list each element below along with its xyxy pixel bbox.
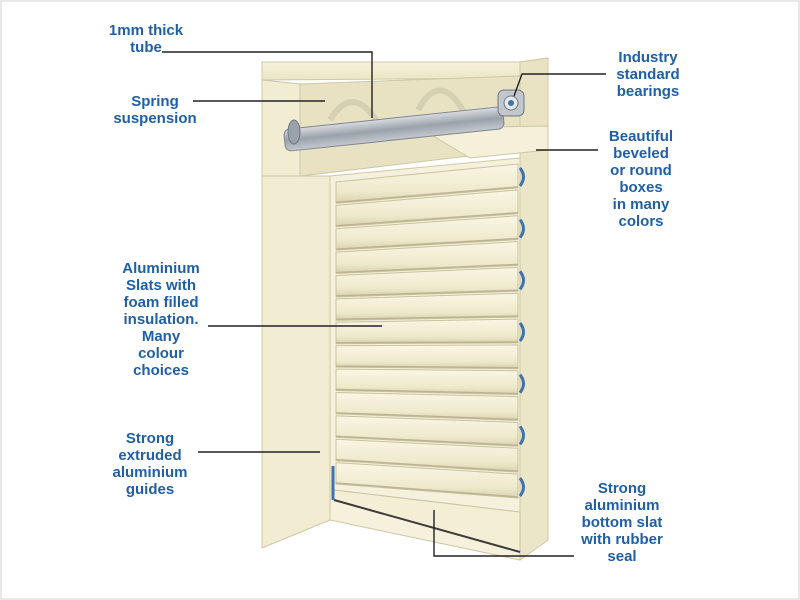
leader-bearings bbox=[513, 73, 606, 97]
label-line: Strong bbox=[125, 430, 175, 447]
label-line: in many bbox=[612, 196, 670, 213]
leader-bottom-slat bbox=[433, 510, 574, 557]
guide-clip bbox=[518, 270, 525, 291]
slat bbox=[335, 318, 519, 345]
guide-clip bbox=[518, 167, 525, 187]
label-line: Slats with bbox=[125, 277, 196, 294]
label-line: aluminium bbox=[112, 464, 188, 481]
guide-clips-group bbox=[518, 167, 525, 497]
guide-clip bbox=[518, 373, 525, 394]
label-line: foam filled bbox=[123, 294, 199, 311]
spring-arch-right bbox=[415, 87, 467, 114]
slat-shadow bbox=[335, 315, 519, 321]
guide-clip bbox=[518, 425, 525, 446]
slat-shadow bbox=[335, 263, 519, 274]
guide-clip bbox=[518, 218, 525, 239]
label-guides: Strong extruded aluminium guides bbox=[98, 430, 202, 498]
label-line: Aluminium bbox=[122, 260, 200, 277]
slats-group bbox=[335, 163, 519, 499]
label-bearings: Industry standard bearings bbox=[600, 49, 696, 100]
guide-clip bbox=[518, 477, 525, 497]
slat bbox=[335, 266, 519, 298]
left-frame bbox=[261, 175, 331, 549]
label-line: seal bbox=[607, 548, 637, 565]
label-slats: Aluminium Slats with foam filled insulat… bbox=[108, 260, 214, 379]
label-line: guides bbox=[125, 481, 175, 498]
label-line: extruded bbox=[118, 447, 182, 464]
label-line: Beautiful bbox=[608, 128, 674, 145]
slat-shadow bbox=[335, 211, 519, 227]
right-frame bbox=[519, 139, 549, 561]
label-bottom-slat: Strong aluminium bottom slat with rubber… bbox=[568, 480, 676, 565]
slat bbox=[335, 462, 519, 499]
label-line: colors bbox=[618, 213, 664, 230]
slat bbox=[335, 368, 519, 396]
label-line: boxes bbox=[619, 179, 663, 196]
slat-shadow bbox=[335, 482, 519, 498]
slat bbox=[335, 391, 519, 421]
label-line: tube bbox=[130, 39, 162, 56]
slat-shadow bbox=[335, 388, 519, 395]
slat bbox=[335, 163, 519, 204]
rubber-seal bbox=[333, 499, 521, 553]
slat-shadow bbox=[335, 186, 519, 204]
label-line: aluminium bbox=[584, 497, 660, 514]
slat-shadow bbox=[335, 365, 519, 369]
label-line: insulation. bbox=[123, 311, 199, 328]
label-line: beveled bbox=[613, 145, 669, 162]
label-line: bottom slat bbox=[581, 514, 663, 531]
slat bbox=[335, 189, 519, 228]
label-line: with rubber bbox=[581, 531, 663, 548]
left-tube-end bbox=[287, 119, 301, 145]
label-line: Strong bbox=[597, 480, 647, 497]
guide-clip bbox=[518, 322, 525, 342]
slat bbox=[335, 292, 519, 321]
label-spring: Spring suspension bbox=[100, 93, 210, 127]
label-line: standard bbox=[616, 66, 680, 83]
bearing-core bbox=[508, 100, 514, 106]
label-line: Many bbox=[141, 328, 181, 345]
slat bbox=[335, 438, 519, 473]
label-line: Industry bbox=[618, 49, 678, 66]
label-line: colour bbox=[138, 345, 184, 362]
slat-shadow bbox=[335, 458, 519, 472]
slat-shadow bbox=[335, 412, 519, 421]
label-line: choices bbox=[133, 362, 189, 379]
label-line: or round bbox=[610, 162, 672, 179]
slat-shadow bbox=[335, 237, 519, 250]
label-line: Spring bbox=[131, 93, 179, 110]
roller-tube bbox=[283, 106, 505, 152]
label-boxes: Beautiful beveled or round boxes in many… bbox=[596, 128, 686, 230]
leader-lines bbox=[162, 51, 606, 557]
label-line: bearings bbox=[616, 83, 680, 100]
slat bbox=[335, 241, 519, 275]
leader-tube bbox=[162, 51, 373, 118]
label-line: suspension bbox=[113, 110, 197, 127]
slat-shadow bbox=[335, 341, 519, 344]
slat-shadow bbox=[335, 289, 519, 297]
slat-shadow bbox=[335, 435, 519, 447]
slat bbox=[335, 344, 519, 370]
label-line: 1mm thick bbox=[108, 22, 184, 39]
label-tube: 1mm thick tube bbox=[96, 22, 196, 56]
